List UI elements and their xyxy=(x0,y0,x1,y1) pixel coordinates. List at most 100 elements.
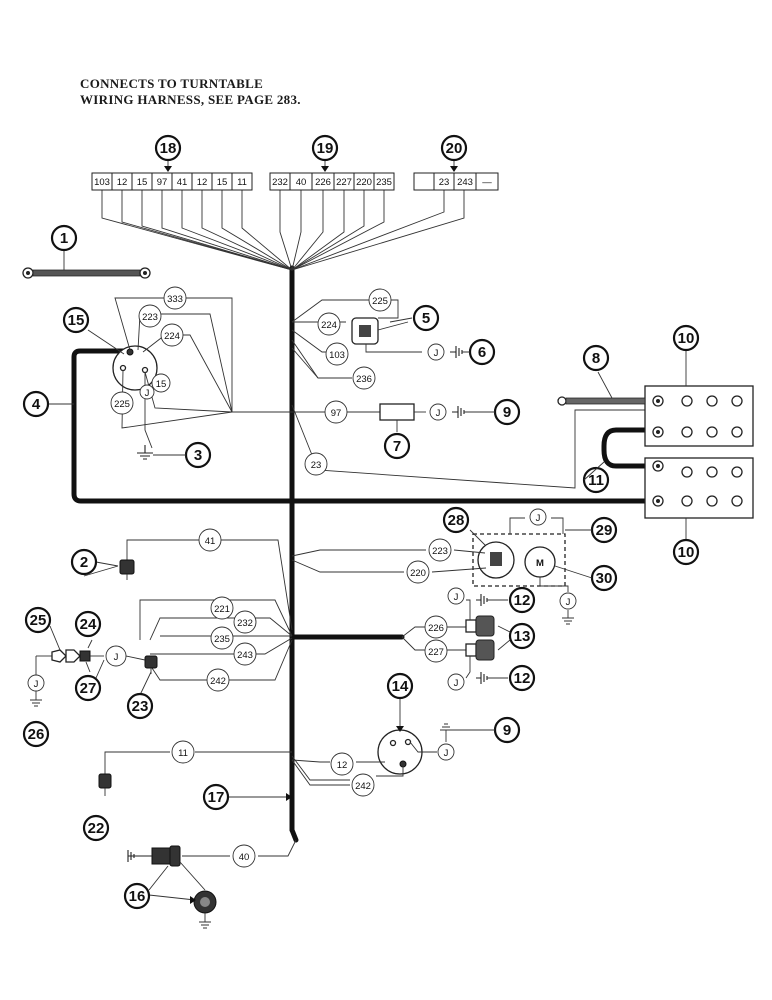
sender-part-22 xyxy=(98,751,292,796)
svg-text:242: 242 xyxy=(210,676,226,687)
svg-text:J: J xyxy=(454,592,459,603)
svg-text:25: 25 xyxy=(30,612,47,629)
callout-25: 25 xyxy=(24,606,52,634)
svg-text:M: M xyxy=(536,558,544,569)
callout-27: 27 xyxy=(74,674,102,702)
connector-18-wire-7: 15 xyxy=(217,177,228,188)
connector-18-wire-6: 12 xyxy=(197,177,208,188)
connector-19-wire-2: 40 xyxy=(296,177,307,188)
svg-text:225: 225 xyxy=(372,296,388,307)
horn-part-16 xyxy=(127,839,297,929)
connector-18-wire-5: 41 xyxy=(177,177,188,188)
junction-gauge-14: J xyxy=(437,743,455,761)
svg-text:J: J xyxy=(34,679,39,690)
connector-parts-24-25 xyxy=(30,639,104,707)
wire-23-run xyxy=(291,404,648,489)
callout-8: 8 xyxy=(582,344,610,372)
connector-18-wire-3: 15 xyxy=(137,177,148,188)
part-callouts: 1 2 3 4 5 6 7 8 9 9 10 10 11 12 12 13 14… xyxy=(22,134,700,910)
callout-13: 13 xyxy=(508,622,536,650)
callout-11: 11 xyxy=(582,466,610,494)
wire-label-23: 23 xyxy=(304,452,328,476)
callout-20: 20 xyxy=(440,134,468,162)
wire-label-41: 41 xyxy=(198,528,222,552)
svg-text:27: 27 xyxy=(80,680,97,697)
callout-9-bottom: 9 xyxy=(493,716,521,744)
sender-part-2 xyxy=(119,539,293,631)
wire-label-232: 232 xyxy=(233,610,257,634)
svg-text:26: 26 xyxy=(28,726,45,743)
callout-19: 19 xyxy=(311,134,339,162)
wire-label-227: 227 xyxy=(424,639,448,663)
wire-label-236: 236 xyxy=(352,366,376,390)
callout-3: 3 xyxy=(184,441,212,469)
connector-18-wire-2: 12 xyxy=(117,177,128,188)
connector-20-block: 23 243 — xyxy=(413,172,499,191)
callout-10-bottom: 10 xyxy=(672,538,700,566)
svg-text:12: 12 xyxy=(514,670,531,687)
svg-text:40: 40 xyxy=(239,852,250,863)
svg-text:7: 7 xyxy=(393,438,401,455)
svg-text:235: 235 xyxy=(214,634,230,645)
svg-text:J: J xyxy=(114,652,119,663)
connector-20-wire-2: 23 xyxy=(439,177,450,188)
connector-19-wire-6: 235 xyxy=(376,177,392,188)
svg-text:243: 243 xyxy=(237,650,253,661)
svg-text:223: 223 xyxy=(142,312,158,323)
motor-marker: M xyxy=(536,558,544,569)
svg-text:J: J xyxy=(434,348,439,359)
svg-text:10: 10 xyxy=(678,544,695,561)
svg-text:6: 6 xyxy=(478,344,486,361)
svg-text:223: 223 xyxy=(432,546,448,557)
svg-text:3: 3 xyxy=(194,447,202,464)
connector-19-block: 232 40 226 227 220 235 xyxy=(269,172,395,191)
svg-text:8: 8 xyxy=(592,350,600,367)
connector-19-wire-4: 227 xyxy=(336,177,352,188)
svg-text:J: J xyxy=(454,678,459,689)
junction-starter-bottom: J xyxy=(559,592,577,610)
harness-note-line-2: WIRING HARNESS, SEE PAGE 283. xyxy=(80,92,301,107)
gauge-part-14 xyxy=(291,698,494,786)
svg-text:221: 221 xyxy=(214,604,230,615)
callout-4: 4 xyxy=(22,390,50,418)
wire-97-resistor-part-7 xyxy=(292,403,494,432)
svg-text:224: 224 xyxy=(321,320,337,331)
callout-18: 18 xyxy=(154,134,182,162)
key-switch-part-15 xyxy=(112,345,158,391)
connector-19-wire-5: 220 xyxy=(356,177,372,188)
callout-28: 28 xyxy=(442,506,470,534)
wire-label-40: 40 xyxy=(232,844,256,868)
svg-text:41: 41 xyxy=(205,536,216,547)
callout-leaders-extra xyxy=(49,351,605,731)
svg-text:242: 242 xyxy=(355,781,371,792)
svg-text:9: 9 xyxy=(503,722,511,739)
wire-label-103: 103 xyxy=(325,342,349,366)
junction-markers: J J J J J J J J J J xyxy=(27,343,577,761)
main-harness-trunk xyxy=(289,265,405,843)
ground-part-3 xyxy=(137,445,185,460)
starter-part-28-29-30 xyxy=(291,517,590,625)
svg-text:J: J xyxy=(444,748,449,759)
svg-text:5: 5 xyxy=(422,310,430,327)
connector-arrows xyxy=(164,160,458,172)
wire-label-15: 15 xyxy=(151,373,171,393)
svg-text:226: 226 xyxy=(428,623,444,634)
wire-label-11: 11 xyxy=(171,740,195,764)
relay-part-5 xyxy=(291,299,470,379)
junction-part-26: J xyxy=(27,674,45,692)
junction-relay-5: J xyxy=(427,343,445,361)
callout-30: 30 xyxy=(590,564,618,592)
svg-text:30: 30 xyxy=(596,570,613,587)
callout-16: 16 xyxy=(123,882,151,910)
wire-label-242-left: 242 xyxy=(206,668,230,692)
callout-leaders xyxy=(48,317,687,801)
wire-label-223-starter: 223 xyxy=(428,538,452,562)
callout-22: 22 xyxy=(82,814,110,842)
wire-labels: 333 223 224 225 15 225 224 103 236 97 23… xyxy=(110,286,452,868)
wire-label-225-left: 225 xyxy=(110,391,134,415)
svg-text:J: J xyxy=(436,408,441,419)
battery-upper-part-10 xyxy=(644,385,754,447)
svg-text:1: 1 xyxy=(60,230,68,247)
junction-resistor-7: J xyxy=(429,403,447,421)
